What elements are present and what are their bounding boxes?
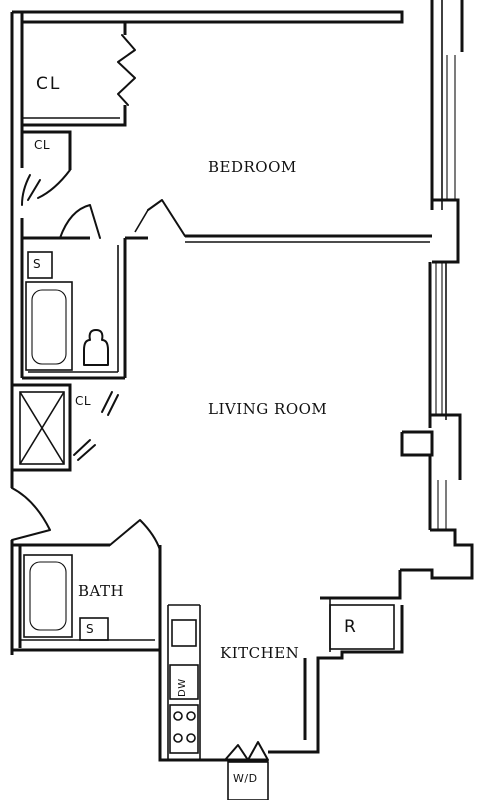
closet-small-label: CL — [34, 138, 51, 152]
bedroom-area — [21, 22, 432, 243]
closet-main-label: CL — [36, 74, 62, 94]
washer-dryer-label: W/D — [233, 772, 258, 785]
closet-hall-label: CL — [75, 394, 92, 408]
dishwasher-label: DW — [177, 678, 188, 697]
kitchen-label: KITCHEN — [220, 644, 300, 662]
refrigerator-label: R — [344, 617, 358, 637]
outer-walls — [10, 0, 474, 762]
upper-bath — [22, 204, 127, 380]
sink-lower-label: S — [86, 622, 95, 636]
hall-closet — [11, 383, 119, 541]
kitchen-fixtures — [167, 598, 395, 800]
bedroom-label: BEDROOM — [208, 158, 297, 176]
living-room-label: LIVING ROOM — [208, 400, 328, 418]
bath-label: BATH — [78, 582, 125, 600]
lower-bath — [12, 519, 162, 650]
sink-upper-label: S — [33, 257, 42, 271]
